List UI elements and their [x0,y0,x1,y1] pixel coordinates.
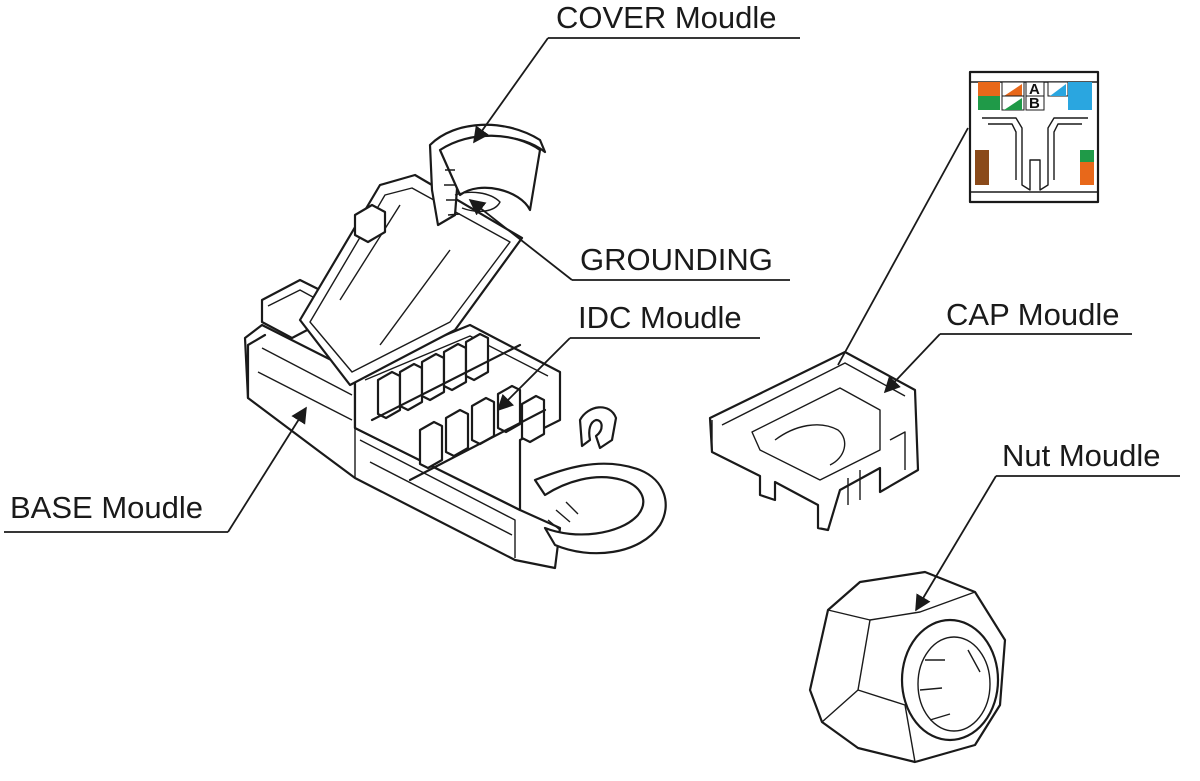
callout-cap: CAP Moudle [837,127,1132,394]
nut-bore [900,618,1000,742]
idc-teeth [376,332,546,470]
label-grounding: GROUNDING [580,242,773,277]
color-blue-white [1050,84,1066,96]
inset-label-b: B [1029,95,1040,112]
callout-nut: Nut Moudle [915,438,1180,612]
callout-idc: IDC Moudle [496,300,760,412]
callout-grounding: GROUNDING [468,199,790,281]
color-blue [1068,82,1092,110]
callout-cover: COVER Moudle [473,0,800,144]
label-nut-module: Nut Moudle [1002,438,1161,473]
cover-module-drawing [298,123,547,387]
inset-label-a: A [1029,81,1040,98]
callout-base: BASE Moudle [4,406,307,533]
color-orange-a [978,82,1000,96]
label-base-module: BASE Moudle [10,490,203,525]
color-green-white [1004,98,1022,110]
label-cap-module: CAP Moudle [946,297,1119,332]
base-module-drawing [243,278,667,570]
nut-module-drawing [808,570,1007,764]
cap-module-drawing [708,350,920,532]
color-green-b [978,96,1000,110]
label-cover-module: COVER Moudle [556,0,777,35]
color-brown-left [975,150,989,185]
color-orange-white [1004,84,1022,96]
wiring-inset: A B [968,70,1100,204]
label-idc-module: IDC Moudle [578,300,742,335]
color-green-right [1080,150,1094,162]
